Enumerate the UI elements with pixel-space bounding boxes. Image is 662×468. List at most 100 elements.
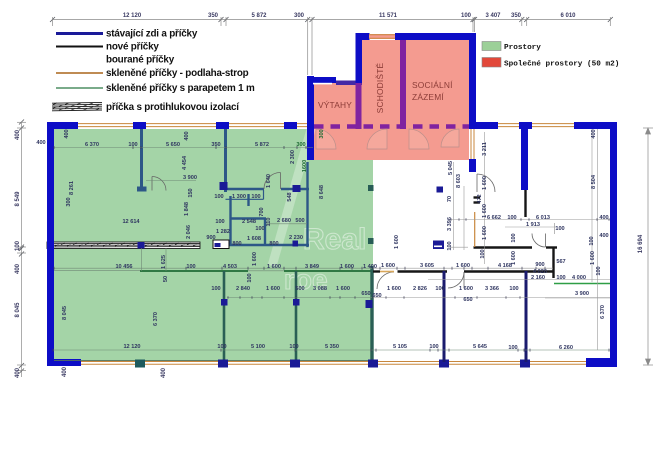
- svg-text:VÝTAHY: VÝTAHY: [318, 100, 352, 110]
- svg-text:650: 650: [372, 293, 381, 299]
- svg-text:1 600: 1 600: [482, 204, 488, 218]
- svg-text:8 603: 8 603: [456, 174, 462, 188]
- svg-text:400: 400: [15, 367, 21, 378]
- svg-text:4 020: 4 020: [533, 269, 547, 275]
- svg-text:3 396: 3 396: [447, 217, 453, 231]
- svg-text:100: 100: [461, 13, 472, 19]
- svg-text:1 600: 1 600: [381, 263, 395, 269]
- svg-text:2 826: 2 826: [413, 286, 427, 292]
- svg-text:100: 100: [217, 344, 226, 350]
- svg-text:SCHODIŠTĚ: SCHODIŠTĚ: [375, 62, 385, 113]
- svg-text:1 600: 1 600: [336, 286, 350, 292]
- svg-text:12 120: 12 120: [123, 13, 142, 19]
- svg-text:5 872: 5 872: [251, 13, 267, 19]
- svg-text:800: 800: [232, 241, 241, 247]
- svg-text:4 503: 4 503: [223, 264, 237, 270]
- svg-text:500: 500: [295, 218, 304, 224]
- svg-text:100: 100: [556, 275, 565, 281]
- svg-text:400: 400: [599, 233, 608, 239]
- svg-text:3 900: 3 900: [183, 175, 197, 181]
- svg-text:8 504: 8 504: [591, 174, 597, 189]
- svg-text:300: 300: [66, 197, 72, 206]
- svg-text:548: 548: [287, 192, 293, 201]
- svg-text:100: 100: [214, 194, 223, 200]
- svg-text:8 549: 8 549: [15, 191, 21, 207]
- svg-text:900: 900: [535, 262, 544, 268]
- svg-text:SOCIÁLNÍ: SOCIÁLNÍ: [412, 80, 453, 90]
- svg-text:6 013: 6 013: [536, 215, 550, 221]
- svg-text:2 300: 2 300: [290, 150, 296, 164]
- svg-text:6 260: 6 260: [559, 345, 573, 351]
- svg-text:1 608: 1 608: [247, 236, 261, 242]
- svg-text:100: 100: [555, 226, 564, 232]
- svg-text:5 645: 5 645: [473, 344, 487, 350]
- svg-text:1 600: 1 600: [387, 286, 401, 292]
- svg-text:stávající zdi a příčky: stávající zdi a příčky: [106, 29, 198, 40]
- svg-text:roe: roe: [284, 264, 328, 295]
- svg-text:100: 100: [435, 286, 444, 292]
- svg-text:5 650: 5 650: [166, 142, 180, 148]
- svg-text:1 625: 1 625: [161, 255, 167, 269]
- svg-text:1 600: 1 600: [394, 235, 400, 249]
- svg-text:400: 400: [184, 131, 190, 140]
- svg-text:70: 70: [447, 196, 453, 202]
- svg-text:1 600: 1 600: [456, 263, 470, 269]
- svg-text:11 571: 11 571: [379, 13, 398, 19]
- svg-text:900: 900: [206, 235, 215, 241]
- svg-text:400: 400: [64, 129, 70, 138]
- svg-text:100: 100: [128, 142, 137, 148]
- svg-text:5 872: 5 872: [255, 142, 269, 148]
- svg-text:5 105: 5 105: [393, 344, 407, 350]
- svg-text:4 168: 4 168: [498, 263, 512, 269]
- svg-text:1 600: 1 600: [252, 252, 258, 266]
- svg-text:100: 100: [509, 286, 518, 292]
- svg-text:650: 650: [463, 297, 472, 303]
- svg-text:3 605: 3 605: [420, 263, 434, 269]
- svg-text:3 211: 3 211: [482, 142, 488, 156]
- svg-text:1 600: 1 600: [511, 251, 517, 265]
- svg-text:800: 800: [269, 241, 278, 247]
- svg-text:400: 400: [15, 129, 21, 140]
- svg-text:ZÁZEMÍ: ZÁZEMÍ: [412, 92, 444, 102]
- svg-text:2 680: 2 680: [277, 218, 291, 224]
- svg-text:5 045: 5 045: [448, 161, 454, 175]
- svg-text:5 350: 5 350: [325, 344, 339, 350]
- svg-text:100: 100: [186, 264, 195, 270]
- svg-text:16 694: 16 694: [638, 234, 644, 253]
- svg-text:6 370: 6 370: [153, 312, 159, 326]
- svg-text:6 370: 6 370: [85, 142, 99, 148]
- svg-text:3 407: 3 407: [485, 13, 501, 19]
- svg-text:2 160: 2 160: [531, 275, 545, 281]
- svg-text:Společné prostory (50 m2): Společné prostory (50 m2): [504, 61, 619, 69]
- svg-text:50: 50: [163, 276, 169, 282]
- svg-text:567: 567: [556, 259, 565, 265]
- svg-text:100: 100: [480, 249, 486, 258]
- svg-text:1 600: 1 600: [340, 264, 354, 270]
- svg-text:400: 400: [36, 140, 45, 146]
- svg-text:8 045: 8 045: [62, 306, 68, 320]
- svg-text:400: 400: [591, 129, 597, 138]
- svg-text:110: 110: [266, 217, 272, 226]
- svg-text:příčka s protihlukovou izolací: příčka s protihlukovou izolací: [106, 102, 240, 113]
- svg-text:12 120: 12 120: [123, 344, 140, 350]
- svg-text:350: 350: [208, 13, 219, 19]
- svg-text:500: 500: [295, 286, 304, 292]
- svg-text:1 913: 1 913: [526, 222, 540, 228]
- svg-text:6 662: 6 662: [487, 215, 501, 221]
- svg-text:1 600: 1 600: [482, 226, 488, 240]
- svg-text:10 456: 10 456: [115, 264, 132, 270]
- svg-text:12 614: 12 614: [122, 219, 140, 225]
- svg-text:300: 300: [296, 142, 305, 148]
- svg-text:100: 100: [211, 286, 220, 292]
- svg-text:8 648: 8 648: [319, 185, 325, 199]
- svg-text:100: 100: [255, 226, 264, 232]
- svg-text:400: 400: [15, 263, 21, 274]
- svg-text:1 600: 1 600: [266, 286, 280, 292]
- svg-text:100: 100: [15, 240, 21, 251]
- svg-text:350: 350: [211, 142, 220, 148]
- svg-text:Prostory: Prostory: [504, 44, 541, 52]
- svg-text:bourané příčky: bourané příčky: [106, 55, 175, 66]
- svg-text:300: 300: [294, 13, 305, 19]
- svg-text:400: 400: [161, 367, 167, 378]
- svg-text:100: 100: [507, 215, 516, 221]
